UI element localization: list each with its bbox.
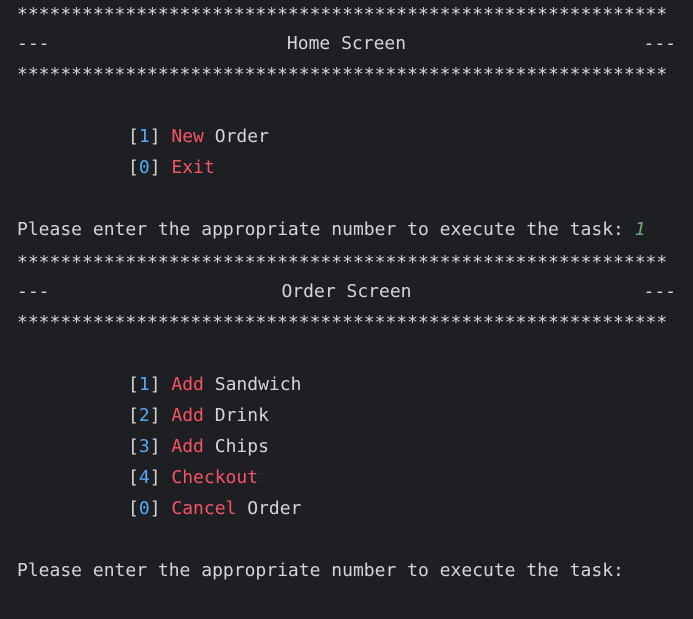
option-keyword: Exit <box>171 157 215 178</box>
separator-line: ****************************************… <box>17 252 668 273</box>
option-keyword: Cancel <box>171 498 237 519</box>
option-number: 2 <box>138 405 150 426</box>
option-number: 0 <box>138 157 150 178</box>
dash-left: --- <box>17 281 50 302</box>
option-keyword: New <box>171 126 204 147</box>
home-prompt: Please enter the appropriate number to e… <box>17 220 646 240</box>
option-number: 0 <box>138 498 150 519</box>
option-keyword: Add <box>171 436 204 457</box>
option-number: 3 <box>138 436 150 457</box>
dash-right: --- <box>643 281 676 302</box>
option-keyword: Add <box>171 374 204 395</box>
separator-line: ****************************************… <box>17 64 668 85</box>
order-option-add-drink: [2] Add Drink <box>128 405 269 426</box>
order-option-cancel-order: [0] Cancel Order <box>128 498 302 519</box>
order-option-add-sandwich: [1] Add Sandwich <box>128 374 302 395</box>
dash-left: --- <box>17 33 50 54</box>
separator-line: ****************************************… <box>17 4 668 25</box>
option-number: 1 <box>138 126 150 147</box>
option-number: 4 <box>138 467 150 488</box>
option-number: 1 <box>138 374 150 395</box>
home-option-exit: [0] Exit <box>128 157 215 178</box>
order-option-checkout: [4] Checkout <box>128 467 259 488</box>
user-input: 1 <box>634 219 646 240</box>
option-keyword: Add <box>171 405 204 426</box>
home-option-new-order: [1] New Order <box>128 126 269 147</box>
order-screen-title: Order Screen <box>281 281 412 302</box>
order-prompt: Please enter the appropriate number to e… <box>17 560 624 581</box>
order-option-add-chips: [3] Add Chips <box>128 436 269 457</box>
prompt-text: Please enter the appropriate number to e… <box>17 219 635 240</box>
dash-right: --- <box>643 33 676 54</box>
home-screen-title: Home Screen <box>286 33 407 54</box>
option-keyword: Checkout <box>171 467 259 488</box>
separator-line: ****************************************… <box>17 312 668 333</box>
